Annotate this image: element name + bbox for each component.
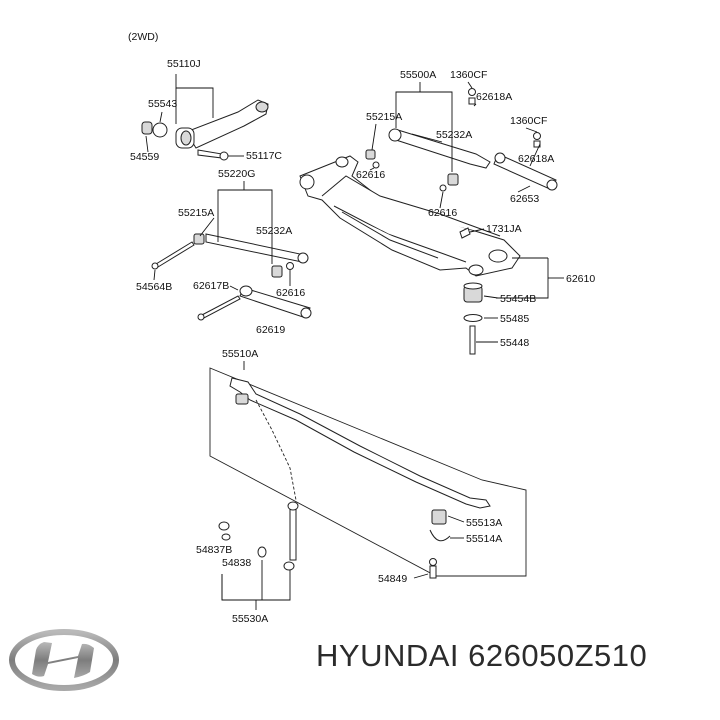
label-55232A-center: 55232A bbox=[436, 129, 472, 141]
label-1360CF-center: 1360CF bbox=[450, 69, 487, 81]
label-55110J: 55110J bbox=[167, 58, 201, 70]
variant-note: (2WD) bbox=[128, 31, 158, 43]
label-55215A-left: 55215A bbox=[178, 207, 214, 219]
label-55500A: 55500A bbox=[400, 69, 436, 81]
label-55215A-center: 55215A bbox=[366, 111, 402, 123]
label-54849: 54849 bbox=[378, 573, 407, 585]
label-62618A-right: 62618A bbox=[518, 153, 554, 165]
label-62653: 62653 bbox=[510, 193, 539, 205]
label-54837B: 54837B bbox=[196, 544, 232, 556]
label-62617B: 62617B bbox=[193, 280, 229, 292]
label-54564B: 54564B bbox=[136, 281, 172, 293]
label-62610: 62610 bbox=[566, 273, 595, 285]
label-62616-center: 62616 bbox=[356, 169, 385, 181]
label-62619: 62619 bbox=[256, 324, 285, 336]
trailing-arm-drawing bbox=[141, 99, 269, 161]
label-62616-left: 62616 bbox=[276, 287, 305, 299]
label-55530A: 55530A bbox=[232, 613, 268, 625]
label-62616-center-lower: 62616 bbox=[428, 207, 457, 219]
hyundai-logo-icon bbox=[9, 629, 119, 691]
label-1360CF-right: 1360CF bbox=[510, 115, 547, 127]
label-55117C: 55117C bbox=[246, 150, 282, 162]
label-55485: 55485 bbox=[500, 313, 529, 325]
label-55513A: 55513A bbox=[466, 517, 502, 529]
label-1731JA: 1731JA bbox=[486, 223, 522, 235]
label-55543: 55543 bbox=[148, 98, 177, 110]
label-55514A: 55514A bbox=[466, 533, 502, 545]
label-55232A-left: 55232A bbox=[256, 225, 292, 237]
label-55220G: 55220G bbox=[218, 168, 255, 180]
label-55510A: 55510A bbox=[222, 348, 258, 360]
stabilizer-bar-drawing bbox=[218, 377, 491, 579]
brand-name: HYUNDAI bbox=[316, 638, 460, 673]
label-55448: 55448 bbox=[500, 337, 529, 349]
label-54559: 54559 bbox=[130, 151, 159, 163]
stabilizer-frame bbox=[209, 367, 527, 577]
label-54838: 54838 bbox=[222, 557, 251, 569]
part-number: 626050Z510 bbox=[468, 638, 648, 673]
brand-part-number: HYUNDAI 626050Z510 bbox=[316, 638, 716, 682]
label-62618A-center: 62618A bbox=[476, 91, 512, 103]
label-55454B: 55454B bbox=[500, 293, 536, 305]
lateral-link-drawing bbox=[151, 233, 312, 321]
crossmember-drawing bbox=[299, 88, 558, 355]
